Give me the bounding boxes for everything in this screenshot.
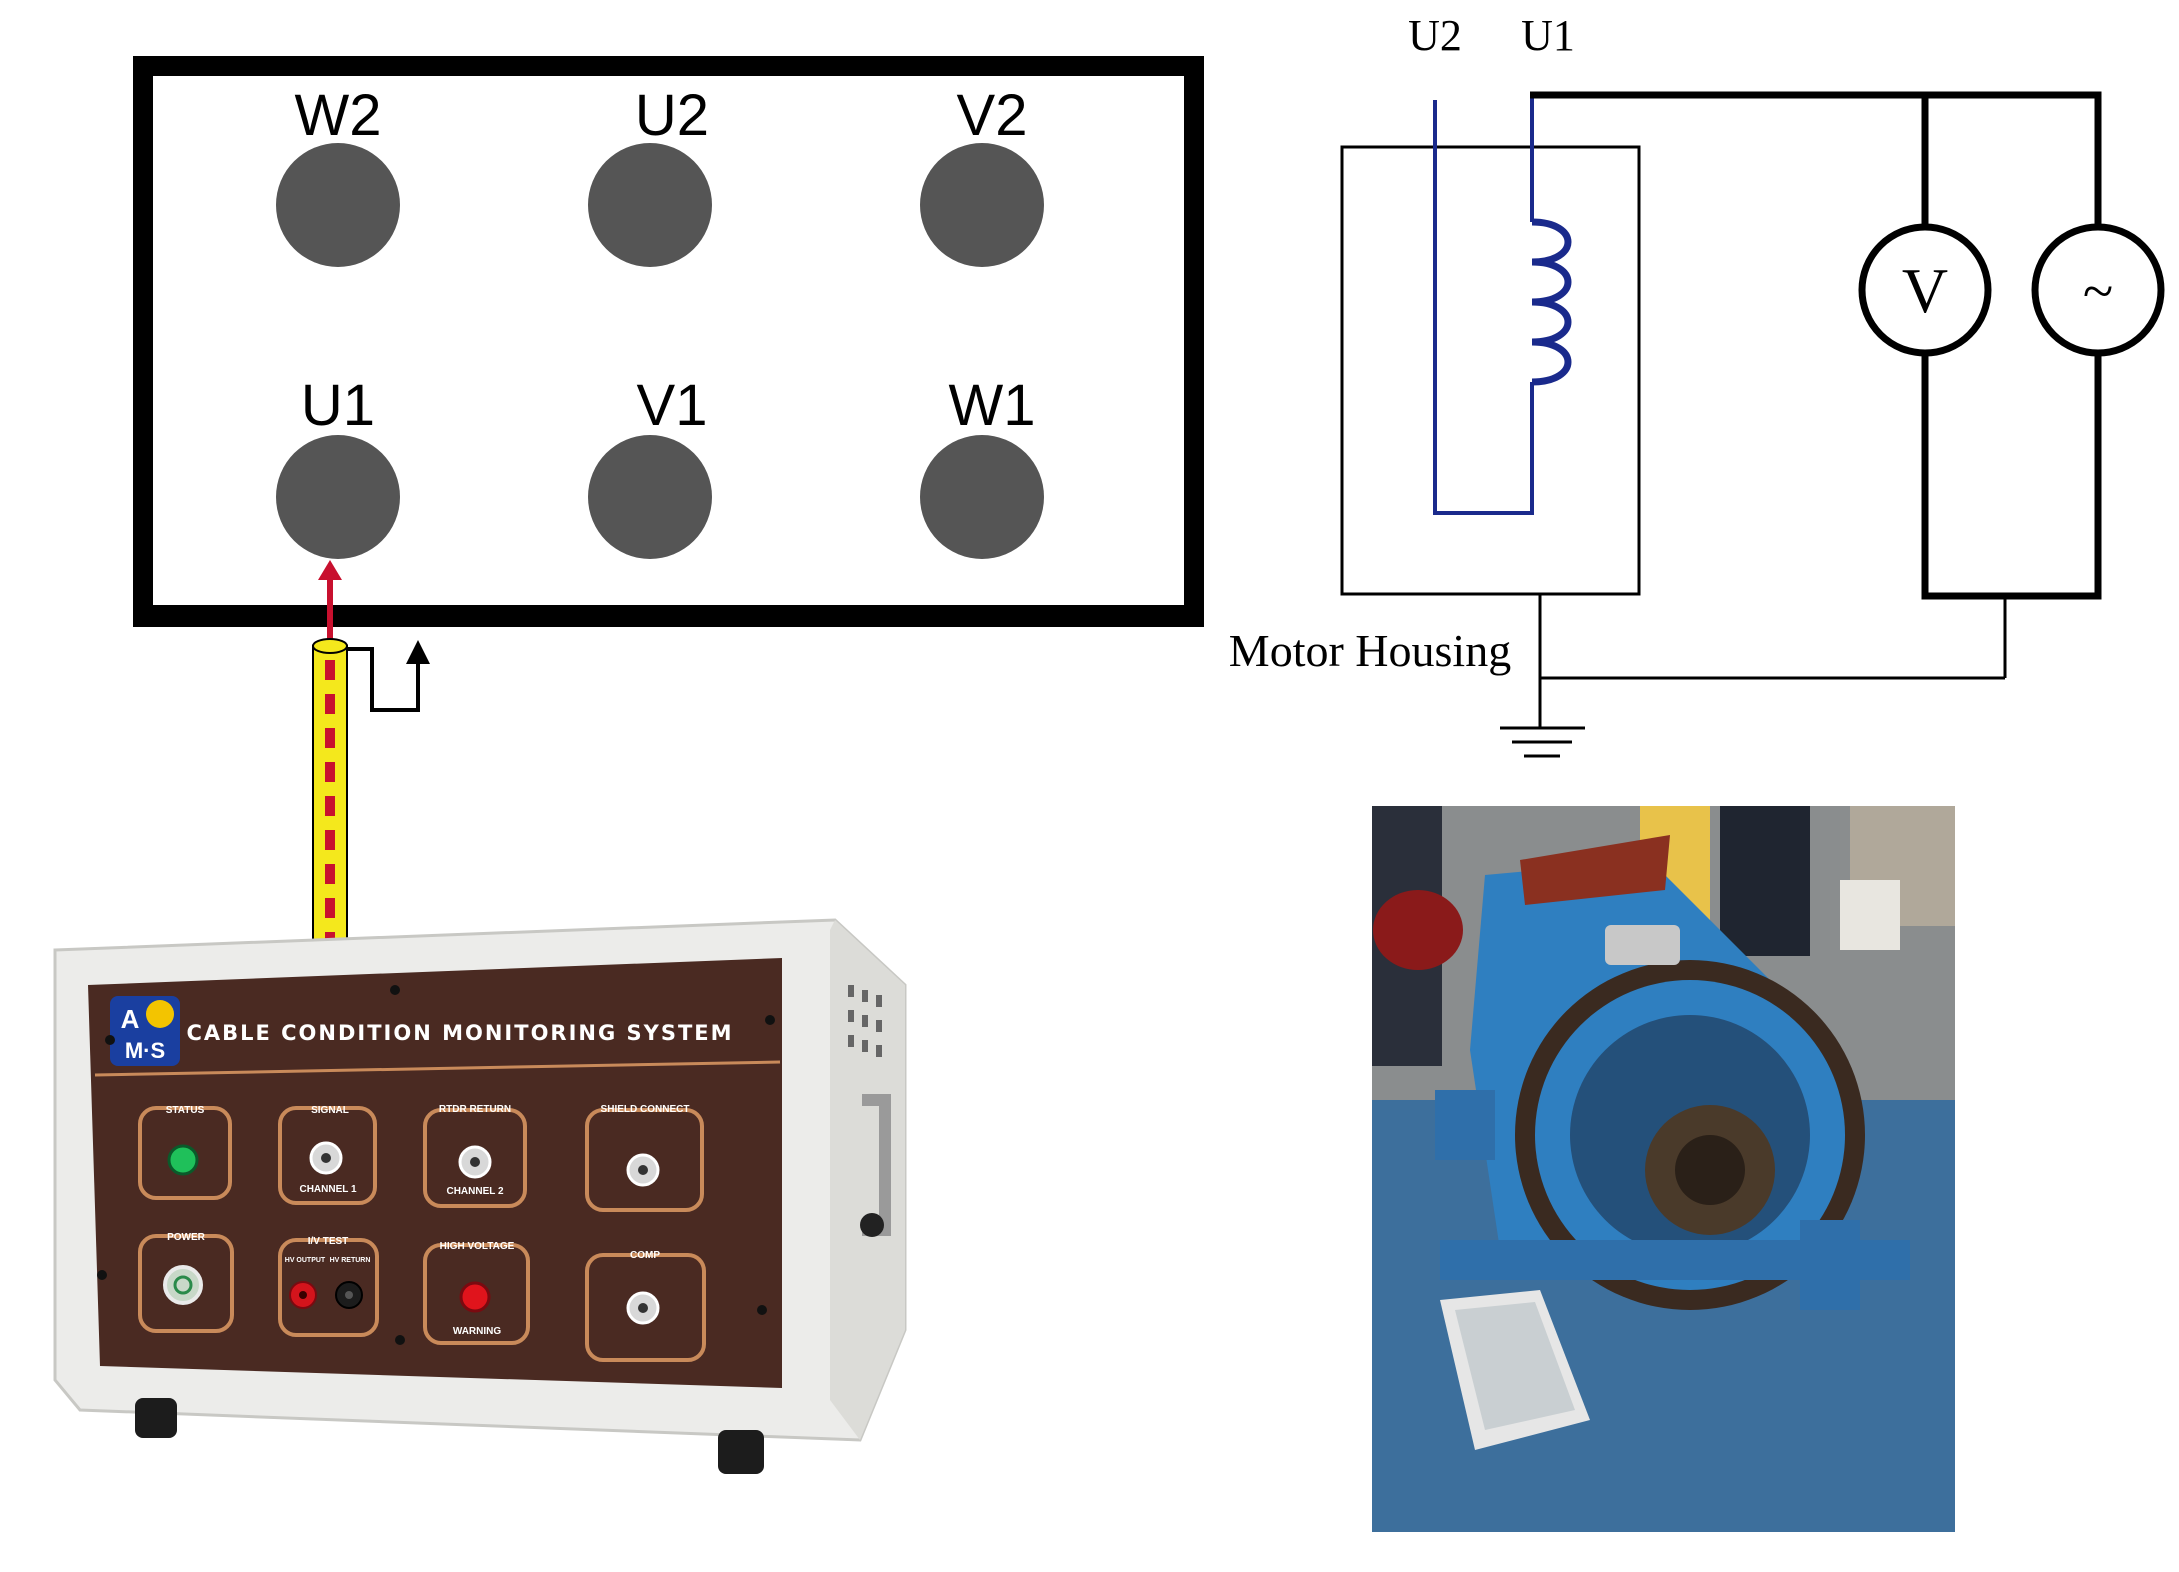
ac-source: ~ [2031, 223, 2165, 357]
panel-high-voltage: HIGH VOLTAGE WARNING [423, 1241, 530, 1345]
lead-label-u1: U1 [1521, 11, 1575, 60]
terminal-stud [588, 143, 712, 267]
panel-sublabel: WARNING [453, 1326, 502, 1337]
panel-shield-connect: SHIELD CONNECT [585, 1104, 704, 1212]
panel-signal: SIGNAL CHANNEL 1 [278, 1105, 377, 1205]
jack-label-hv-return: HV RETURN [330, 1257, 371, 1264]
voltmeter-symbol: V [1902, 255, 1948, 326]
terminal-label: U2 [635, 83, 709, 148]
panel-sublabel: CHANNEL 2 [446, 1186, 503, 1197]
panel-comp: COMP [585, 1250, 706, 1362]
logo-line-1: A [121, 1004, 140, 1034]
monitoring-instrument: A M·S CABLE CONDITION MONITORING SYSTEM … [53, 918, 907, 1474]
panel-label: HIGH VOLTAGE [440, 1241, 515, 1252]
panel-label: SIGNAL [311, 1105, 349, 1116]
terminal-u1: U1 [276, 373, 400, 559]
terminal-stud [920, 435, 1044, 559]
terminal-stud [920, 143, 1044, 267]
terminal-stud [276, 435, 400, 559]
lead-label-u2: U2 [1408, 11, 1462, 60]
terminal-w2: W2 [276, 83, 400, 267]
power-button[interactable] [163, 1265, 203, 1305]
panel-power: POWER [138, 1232, 234, 1333]
terminal-w1: W1 [920, 373, 1044, 559]
terminal-label: W2 [295, 83, 382, 148]
voltmeter: V [1858, 223, 1992, 357]
logo-line-2: M·S [125, 1038, 165, 1063]
terminal-stud [276, 143, 400, 267]
terminal-box: W2 U2 V2 U1 V1 W1 [133, 56, 1204, 627]
motor-winding [1433, 95, 1572, 515]
terminal-label: V2 [957, 83, 1028, 148]
terminal-label: V1 [637, 373, 708, 438]
panel-label: POWER [167, 1232, 206, 1243]
terminal-stud [588, 435, 712, 559]
terminal-label: W1 [949, 373, 1036, 438]
terminal-label: U1 [301, 373, 375, 438]
ground-symbol [1500, 726, 1585, 758]
jack-label-hv-output: HV OUTPUT [285, 1257, 326, 1264]
high-voltage-led [459, 1281, 491, 1313]
panel-rtdr-return: RTDR RETURN CHANNEL 2 [423, 1104, 527, 1208]
ams-logo: A M·S [110, 996, 180, 1066]
ac-source-symbol: ~ [2083, 261, 2113, 323]
instrument-title: CABLE CONDITION MONITORING SYSTEM [186, 1021, 733, 1045]
panel-label: SHIELD CONNECT [601, 1104, 690, 1115]
motor-housing-label: Motor Housing [1229, 625, 1511, 676]
panel-label: COMP [630, 1250, 660, 1261]
motor-photo [1372, 806, 1955, 1532]
panel-label: STATUS [166, 1105, 205, 1116]
terminal-v1: V1 [588, 373, 712, 559]
panel-label: RTDR RETURN [439, 1104, 511, 1115]
panel-sublabel: CHANNEL 1 [299, 1184, 356, 1195]
panel-status: STATUS [138, 1105, 232, 1200]
circuit-schematic: U2 U1 V ~ [1229, 11, 2165, 758]
status-led [167, 1144, 199, 1176]
panel-label: I/V TEST [308, 1236, 349, 1247]
terminal-u2: U2 [588, 83, 712, 267]
motor-housing-box [1340, 145, 1641, 596]
terminal-v2: V2 [920, 83, 1044, 267]
panel-iv-test: I/V TEST HV OUTPUT HV RETURN [278, 1236, 379, 1337]
